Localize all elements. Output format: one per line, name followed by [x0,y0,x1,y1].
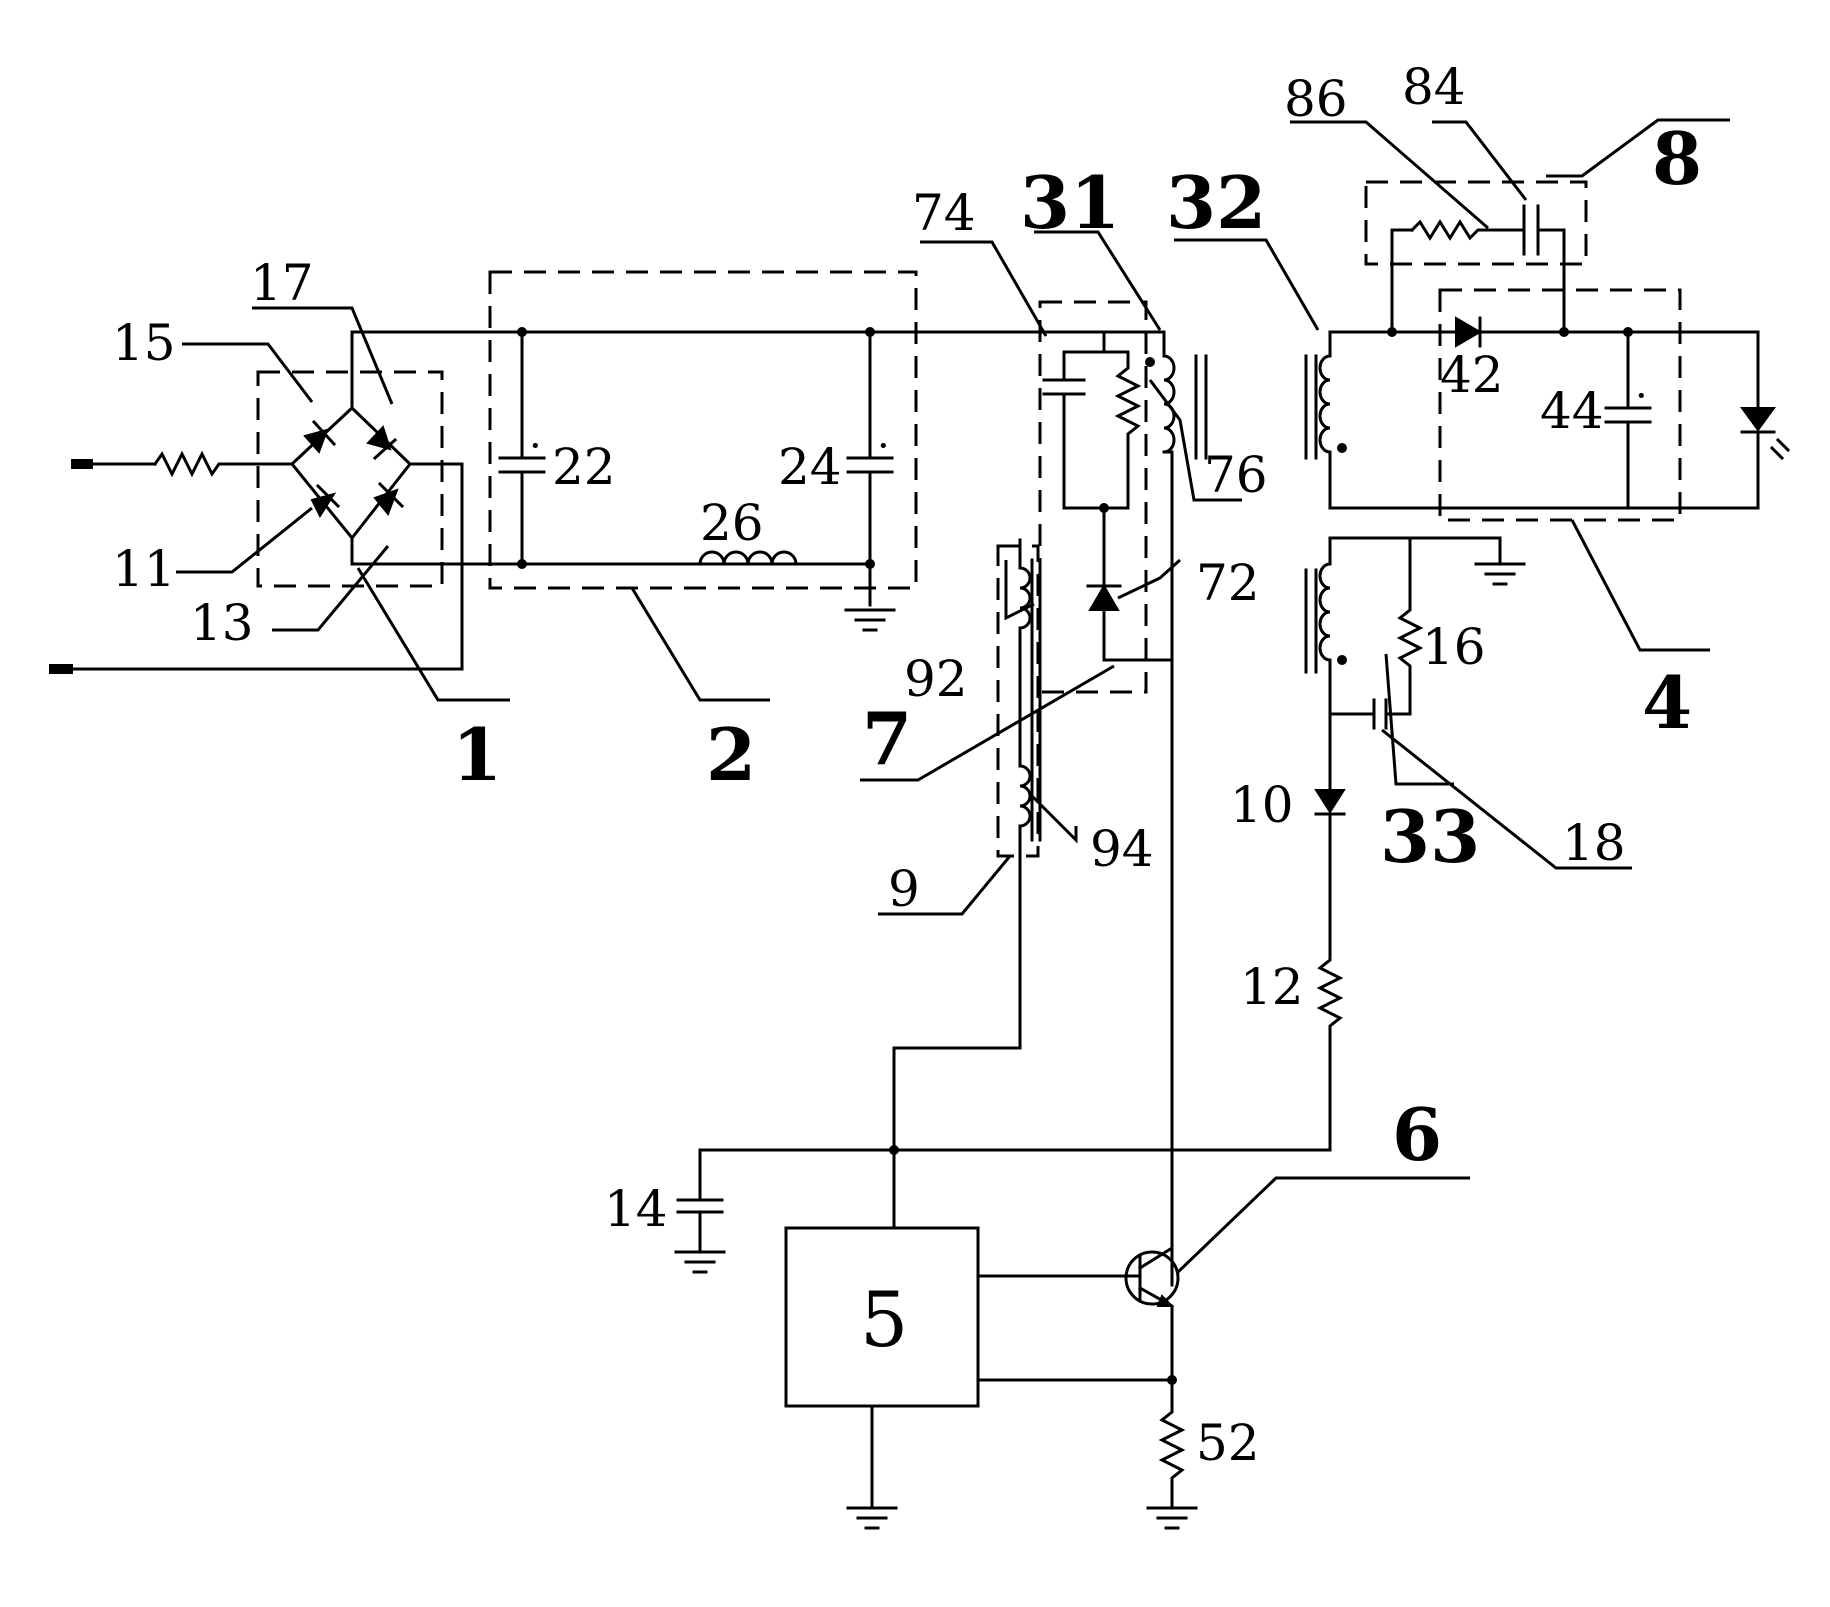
input-terminal-bottom [49,462,464,674]
label-1: 1 [452,712,502,797]
label-24: 24 [778,438,842,496]
capacitor-44: • [1604,327,1652,510]
label-26: 26 [700,494,764,552]
label-84: 84 [1402,58,1466,116]
label-44: 44 [1540,382,1604,440]
block-5-controller [784,1226,980,1408]
label-52: 52 [1196,1414,1260,1472]
controller-ground [846,1404,898,1530]
diode-10 [1314,789,1346,952]
snubber-network [1022,330,1174,662]
component-labels: 15 17 11 13 1 2 22 24 26 74 31 32 76 72 … [112,58,1702,1472]
diode-17 [366,425,398,461]
bridge-rectifier [289,330,1026,566]
svg-text:•: • [1636,386,1647,407]
label-8: 8 [1652,116,1702,201]
label-2: 2 [706,712,756,797]
label-10: 10 [1230,776,1294,834]
ground-aux [1474,536,1526,586]
label-16: 16 [1422,618,1486,676]
block-2-box [488,270,918,590]
input-resistor [152,450,294,478]
vcc-bus [698,1046,1332,1230]
transistor-6 [976,1238,1180,1385]
label-74: 74 [912,184,976,242]
capacitor-24: • [846,327,894,607]
inductor-26 [698,550,798,566]
ground-filter [844,608,896,632]
label-86: 86 [1284,70,1348,128]
block-7-box [1038,300,1148,694]
label-13: 13 [190,594,254,652]
svg-text:•: • [878,436,889,457]
capacitor-22: • [498,327,546,569]
aux-winding-33 [1304,536,1502,792]
label-22: 22 [552,438,616,496]
label-14: 14 [604,1180,668,1238]
label-72: 72 [1196,554,1260,612]
diode-11 [310,483,341,519]
leader-lines [176,118,1730,1274]
capacitor-14 [674,1148,726,1274]
label-11: 11 [112,540,176,598]
label-7: 7 [862,696,912,781]
block-1-box [256,370,444,588]
label-5: 5 [860,1275,908,1364]
input-terminal-top [71,459,157,469]
block-8-box [1364,180,1588,266]
label-18: 18 [1562,814,1626,872]
resistor-12 [1316,948,1344,1152]
block-4-box [1438,288,1682,522]
label-12: 12 [1240,958,1304,1016]
diode-42 [1450,316,1760,348]
svg-text:•: • [530,436,541,457]
diode-15 [303,419,337,454]
label-15: 15 [112,314,176,372]
diode-13 [373,481,405,516]
label-33: 33 [1380,794,1480,879]
label-76: 76 [1204,446,1268,504]
label-17: 17 [250,254,314,312]
resistor-52 [1146,1378,1198,1530]
label-32: 32 [1166,160,1266,245]
label-92: 92 [904,650,968,708]
label-6: 6 [1392,1092,1442,1177]
label-31: 31 [1020,160,1120,245]
secondary-winding-32 [1304,330,1760,510]
rc-network-8 [1387,204,1569,337]
label-9: 9 [888,860,920,918]
label-94: 94 [1090,820,1154,878]
label-42: 42 [1440,346,1504,404]
primary-winding-31 [1102,330,1208,1287]
label-4: 4 [1642,660,1692,745]
block-9-box [996,544,1040,858]
led-output [1740,330,1791,510]
